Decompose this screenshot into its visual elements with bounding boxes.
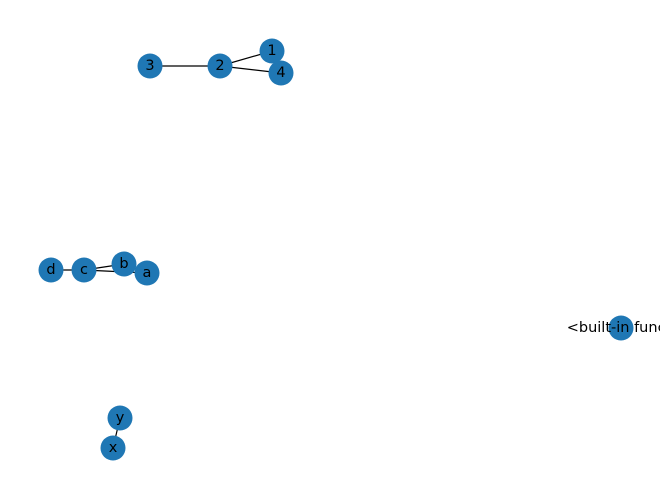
- node-2: 2: [207, 53, 233, 79]
- node-4: 4: [268, 60, 294, 86]
- edges-layer: [51, 50, 282, 449]
- node-label: x: [109, 440, 118, 456]
- node-circle: [608, 315, 634, 341]
- node-y: y: [107, 405, 133, 431]
- node-circle: [111, 251, 137, 277]
- node-label: a: [143, 265, 152, 281]
- node-circle: [134, 260, 160, 286]
- node-circle: [259, 38, 285, 64]
- node-3: 3: [137, 53, 163, 79]
- node-label: b: [119, 256, 128, 272]
- node-circle: [137, 53, 163, 79]
- node-d: d: [38, 257, 64, 283]
- node-circle: [38, 257, 64, 283]
- node-circle: [71, 257, 97, 283]
- node-label: y: [116, 410, 125, 426]
- node-label: d: [46, 262, 55, 278]
- node-c: c: [71, 257, 97, 283]
- node-circle: [268, 60, 294, 86]
- node-a: a: [134, 260, 160, 286]
- nodes-layer: 1 2 3 4 ab c d xy <built-in functi: [38, 38, 660, 461]
- node-x: x: [100, 435, 126, 461]
- node-b: b: [111, 251, 137, 277]
- node-label: <built-in functi: [567, 320, 660, 336]
- node-label: c: [80, 262, 88, 278]
- node-circle: [107, 405, 133, 431]
- node-circle: [207, 53, 233, 79]
- node-label: 2: [215, 58, 224, 74]
- node-label: 1: [267, 43, 276, 59]
- node-label: 3: [145, 58, 154, 74]
- node-built-in-functi: <built-in functi: [567, 315, 660, 341]
- node-1: 1: [259, 38, 285, 64]
- node-circle: [100, 435, 126, 461]
- node-label: 4: [276, 65, 285, 81]
